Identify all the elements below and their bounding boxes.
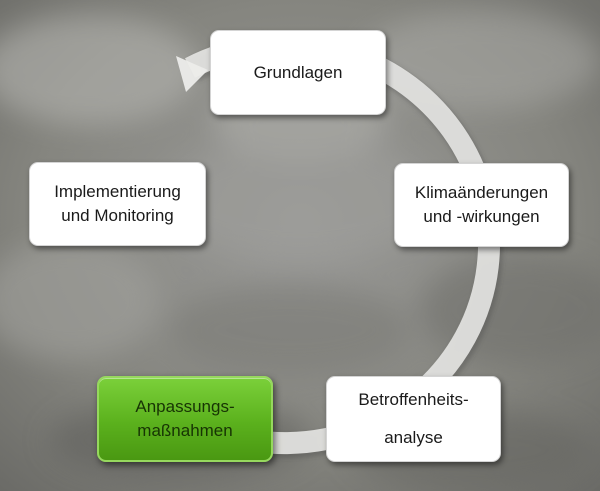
cycle-arrowhead — [176, 56, 208, 92]
step-betroffenheitsanalyse-label-line2: analyse — [384, 428, 443, 447]
step-betroffenheitsanalyse-box[interactable]: Betroffenheits- analyse — [326, 376, 501, 462]
step-klimaaenderungen-label-line2: und -wirkungen — [423, 207, 540, 226]
step-grundlagen-box[interactable]: Grundlagen — [210, 30, 386, 115]
step-grundlagen-label: Grundlagen — [253, 62, 343, 82]
step-klimaaenderungen-label-line1: Klimaänderungen — [414, 183, 549, 202]
step-anpassungsmassnahmen-box-highlighted[interactable]: Anpassungs- maßnahmen — [97, 376, 273, 462]
step-implementierung-box[interactable]: Implementierung und Monitoring — [29, 162, 206, 246]
step-implementierung-label-line2: und Monitoring — [61, 206, 174, 225]
step-anpassungsmassnahmen-label-line1: Anpassungs- — [135, 397, 235, 416]
step-implementierung-label-line1: Implementierung — [54, 182, 181, 201]
step-betroffenheitsanalyse-label-line1: Betroffenheits- — [358, 390, 469, 409]
step-anpassungsmassnahmen-label-line2: maßnahmen — [137, 421, 233, 440]
step-klimaaenderungen-box[interactable]: Klimaänderungen und -wirkungen — [394, 163, 569, 247]
